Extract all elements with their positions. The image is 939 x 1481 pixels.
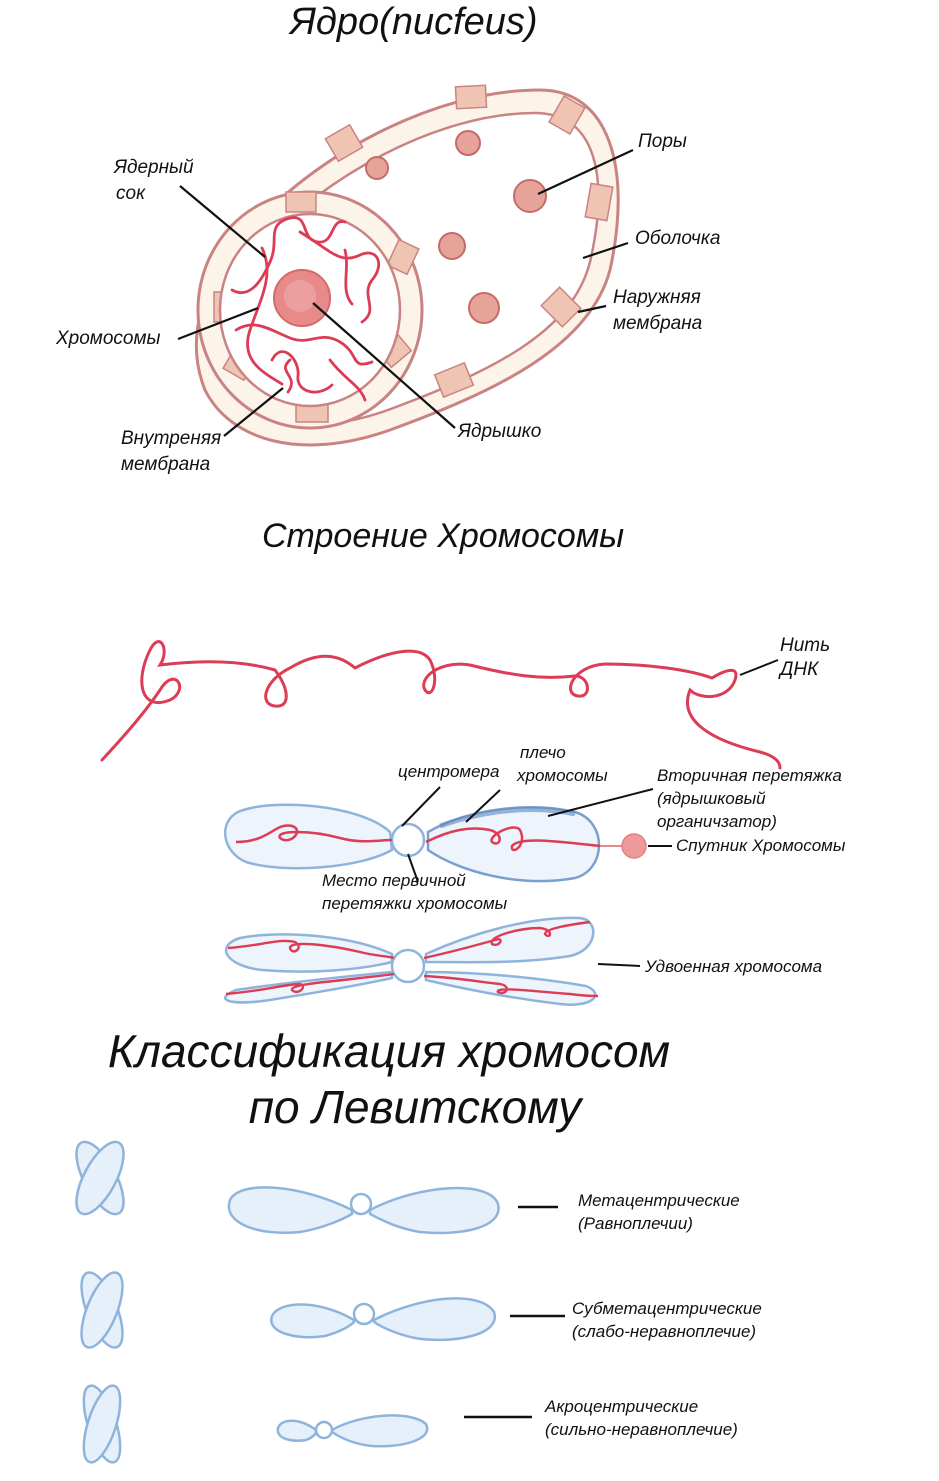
label-doubled-chromosome: Удвоенная хромосома [645, 957, 823, 976]
nucleus-drawing [177, 84, 634, 447]
chromosome-drawing [223, 786, 672, 883]
type-submetacentric-note: (слабо-неравноплечие) [572, 1322, 757, 1341]
dna-thread-drawing [100, 640, 782, 770]
pore-blocks [324, 84, 614, 399]
label-secondary-constriction-line2: (ядрышковый [657, 789, 766, 808]
label-chromosomes: Хромосомы [56, 328, 161, 349]
classification-drawings [75, 1140, 500, 1464]
label-nuclear-sap-line2: сок [116, 183, 146, 204]
label-centromere: центромера [398, 762, 500, 781]
bow-submetacentric [270, 1297, 496, 1342]
doubled-chromatin [225, 920, 599, 998]
label-primary-constriction-line1: Место первичной [322, 871, 466, 890]
chromosome-left-arm [223, 803, 394, 870]
label-shell: Оболочка [635, 228, 721, 249]
nucleus-leaders [177, 149, 634, 437]
nucleus-title: Ядро(nucfeus) [290, 1, 538, 43]
label-outer-membrane-line1: Наружняя [613, 287, 701, 308]
label-primary-constriction-line2: перетяжки хромосомы [322, 894, 508, 913]
chromosome-leaders [401, 786, 672, 883]
chromosome-structure-title: Строение Хромосомы [262, 517, 625, 555]
doubled-centromere [390, 948, 426, 984]
label-secondary-constriction-line3: органичзатор) [657, 812, 777, 831]
chromosome-chromatin [235, 824, 601, 852]
type-metacentric-note: (Равноплечии) [578, 1214, 693, 1233]
label-dna-line1: Нить [780, 635, 831, 656]
pore-dots [365, 130, 547, 324]
classification-dashes [464, 1205, 565, 1419]
label-pores: Поры [638, 131, 687, 152]
label-inner-membrane-line2: мембрана [121, 454, 211, 475]
classification-title-line2: по Левитскому [248, 1081, 582, 1133]
bow-acrocentric [276, 1414, 429, 1448]
x-shape-acrocentric [82, 1384, 122, 1464]
type-submetacentric-name: Субметацентрические [572, 1299, 762, 1318]
type-metacentric-name: Метацентрические [578, 1191, 740, 1210]
nucleolus-core [284, 280, 316, 312]
label-arm-line2: хромосомы [517, 766, 608, 785]
dna-leader [739, 659, 779, 676]
label-secondary-constriction-line1: Вторичная перетяжка [657, 766, 842, 785]
type-acrocentric-note: (сильно-неравноплечие) [545, 1420, 738, 1439]
doubled-leader [597, 963, 641, 967]
classification-title-line1: Классификация хромосом [107, 1025, 671, 1077]
doubled-chromosome-drawing [223, 916, 641, 1006]
label-arm-line1: плечо [520, 743, 566, 762]
bow-metacentric [227, 1186, 500, 1235]
label-nuclear-sap-line1: Ядерный [114, 157, 194, 178]
label-inner-membrane-line1: Внутреняя [121, 428, 222, 449]
x-shape-metacentric [75, 1140, 125, 1216]
type-acrocentric-name: Акроцентрические [545, 1397, 699, 1416]
satellite-dot [621, 833, 647, 859]
label-satellite: Спутник Хромосомы [676, 836, 846, 855]
x-shape-submetacentric [80, 1271, 124, 1349]
centromere-circle [390, 822, 426, 858]
label-outer-membrane-line2: мембрана [613, 313, 703, 334]
label-nucleolus: Ядрышко [458, 421, 542, 442]
dna-thread [100, 640, 782, 770]
chromatin-threads [230, 216, 381, 402]
label-dna-line2: ДНК [780, 659, 819, 680]
